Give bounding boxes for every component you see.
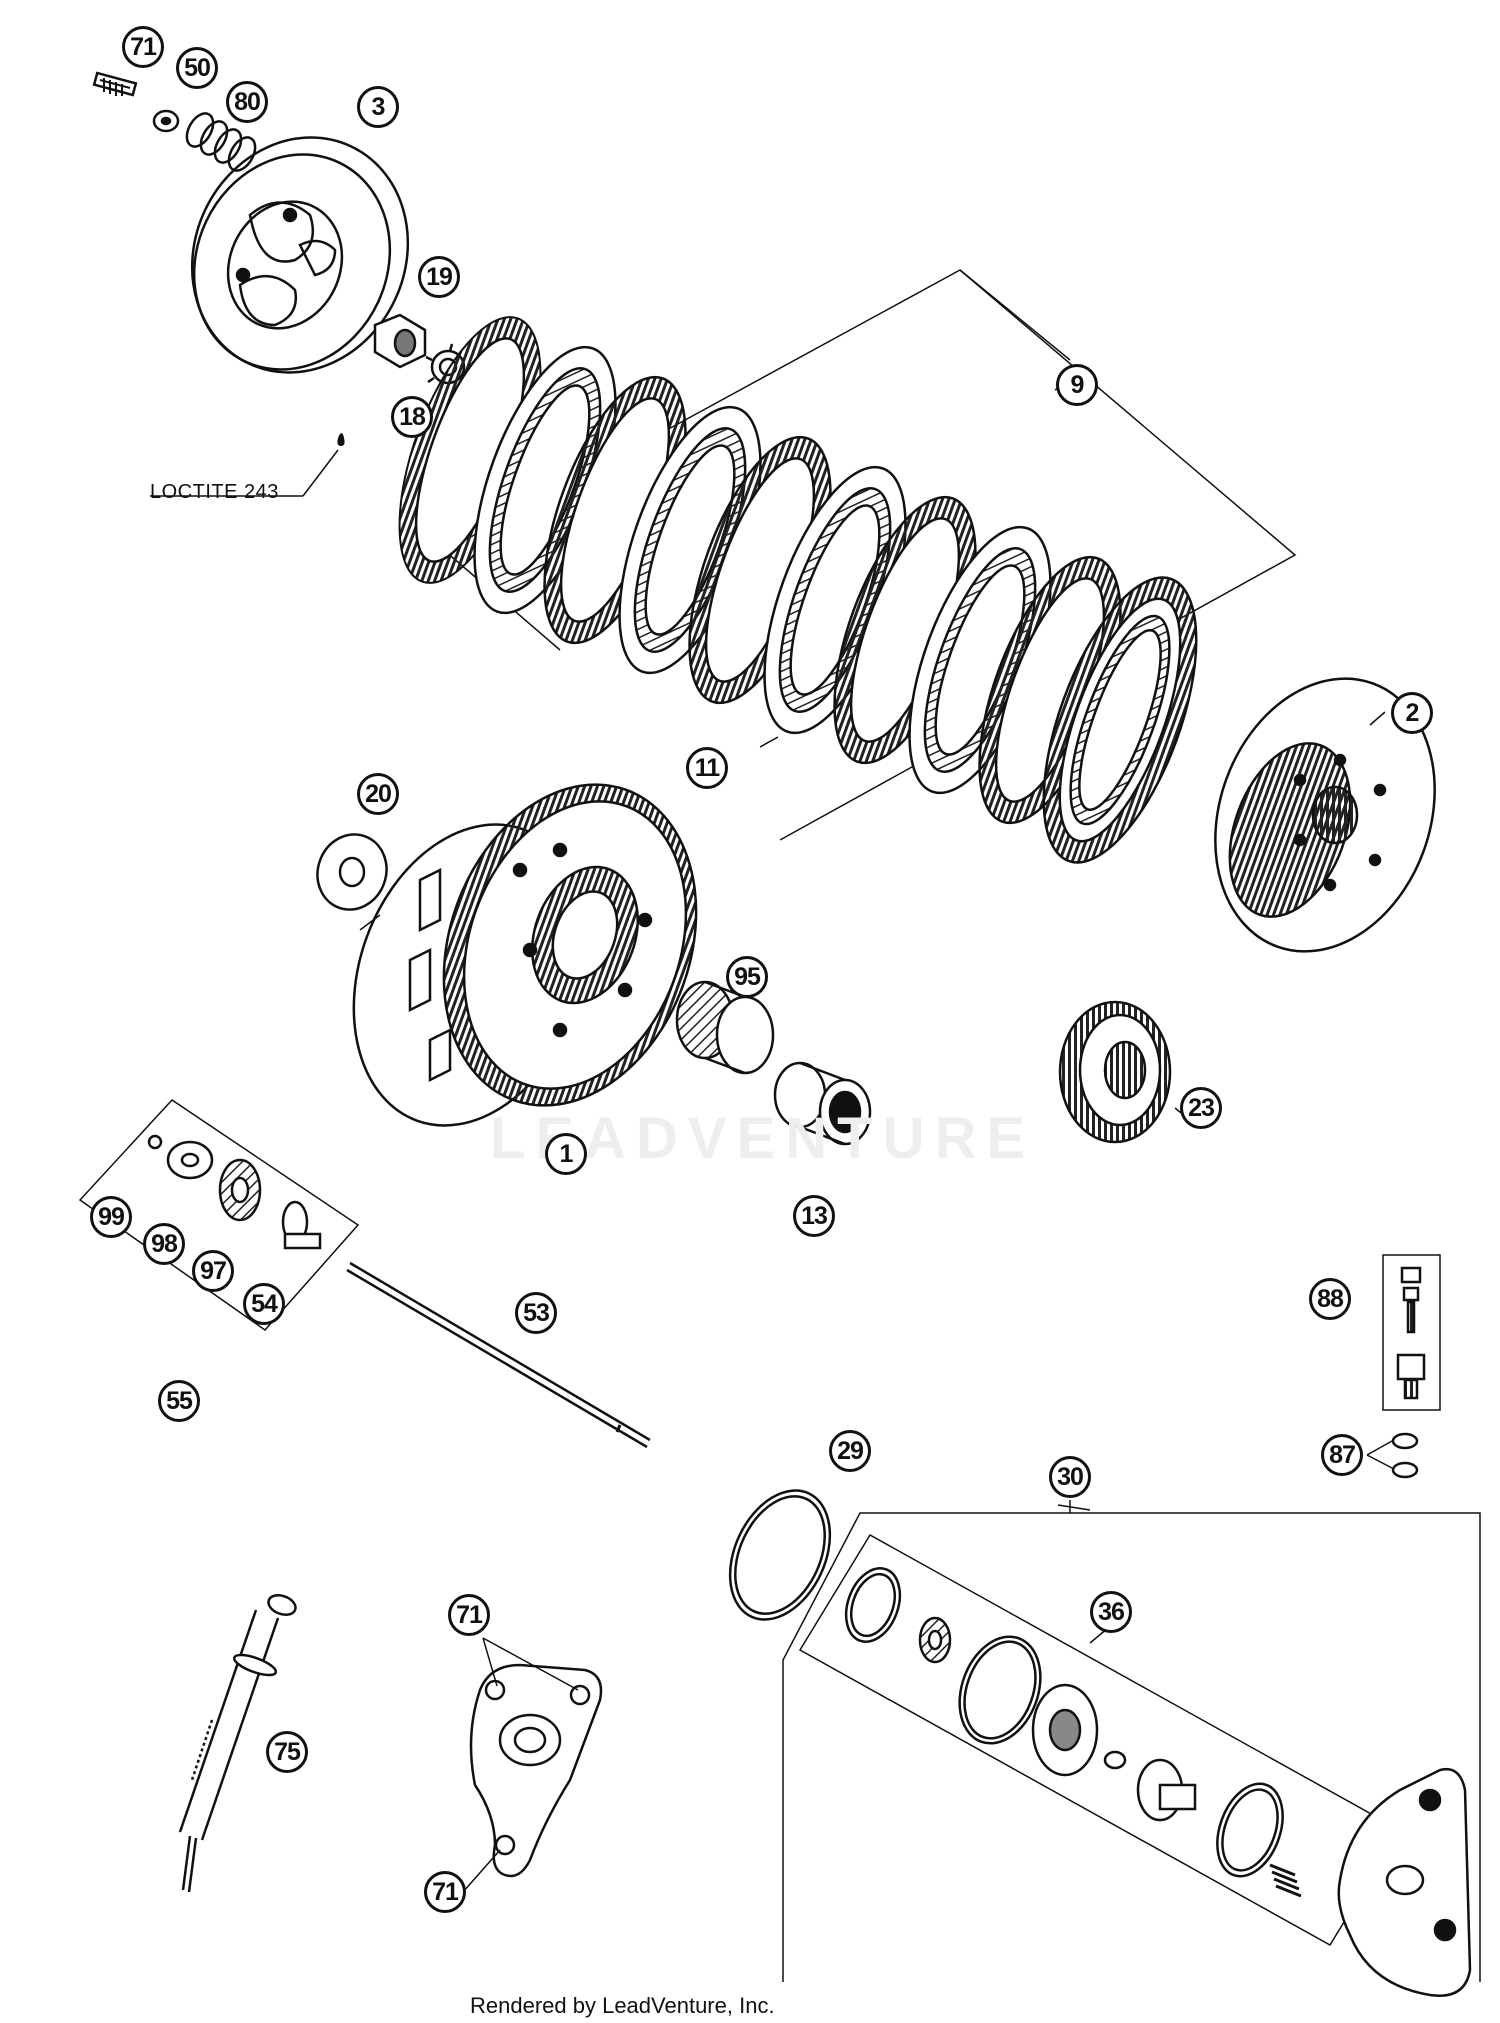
callout-54-pushrod-piece[interactable]: 54	[243, 1283, 285, 1325]
callout-3-pressure-plate[interactable]: 3	[357, 86, 399, 128]
primary-gear-23	[1058, 1000, 1172, 1144]
syringe-75	[178, 1594, 297, 1893]
needle-bearing-95	[675, 980, 775, 1075]
bolt-71-top	[92, 71, 138, 97]
loctite-note: LOCTITE 243	[150, 481, 279, 503]
callout-99-circlip[interactable]: 99	[90, 1196, 132, 1238]
pushrod-piece-54	[281, 1200, 322, 1250]
callout-50-washer[interactable]: 50	[176, 47, 218, 89]
pressure-plate-3	[190, 136, 410, 374]
callout-98-washer[interactable]: 98	[143, 1223, 185, 1265]
callout-1-clutch-basket[interactable]: 1	[545, 1133, 587, 1175]
callout-71-bolt[interactable]: 71	[122, 26, 164, 68]
callout-97-bearing[interactable]: 97	[192, 1250, 234, 1292]
callout-19-nut[interactable]: 19	[418, 256, 460, 298]
callout-29-o-ring[interactable]: 29	[829, 1430, 871, 1472]
callout-30-slave-cylinder[interactable]: 30	[1049, 1456, 1091, 1498]
callout-88-bleeder[interactable]: 88	[1309, 1278, 1351, 1320]
clutch-basket-1	[352, 783, 698, 1127]
washer-20	[316, 833, 388, 911]
callout-36-repair-kit[interactable]: 36	[1090, 1591, 1132, 1633]
callout-2-inner-hub[interactable]: 2	[1391, 692, 1433, 734]
callout-75-syringe[interactable]: 75	[266, 1731, 308, 1773]
bushing-13	[773, 1061, 872, 1146]
washer-20-hole	[338, 856, 366, 888]
washer-98	[166, 1140, 214, 1180]
seal-ring-87b	[1391, 1461, 1419, 1479]
washer-50	[152, 109, 180, 133]
inner-hub-2	[1214, 677, 1436, 953]
kit-box-30	[782, 1512, 1481, 1982]
footer-credit: Rendered by LeadVenture, Inc.	[470, 1993, 775, 2018]
clutch-discs	[398, 316, 1198, 864]
callout-95-needle-bearing[interactable]: 95	[726, 956, 768, 998]
callout-18-lock-washer[interactable]: 18	[391, 396, 433, 438]
bleeder-box-88	[1382, 1254, 1441, 1411]
callout-80-spring[interactable]: 80	[226, 81, 268, 123]
o-ring-29	[728, 1489, 832, 1621]
callout-53-push-rod[interactable]: 53	[515, 1292, 557, 1334]
callout-20-washer[interactable]: 20	[357, 773, 399, 815]
callout-23-primary-gear[interactable]: 23	[1180, 1087, 1222, 1129]
callout-71-cover-screw-bottom[interactable]: 71	[424, 1871, 466, 1913]
callout-55-kit[interactable]: 55	[158, 1380, 200, 1422]
callout-71-cover-screw-top[interactable]: 71	[448, 1594, 490, 1636]
callout-11-clutch-discs[interactable]: 11	[686, 747, 728, 789]
slave-cylinder-housing	[1337, 1767, 1472, 1997]
callout-13-bushing[interactable]: 13	[793, 1195, 835, 1237]
callout-9-clutch-pack[interactable]: 9	[1056, 364, 1098, 406]
nut-19	[373, 313, 427, 369]
bleeder-88	[1396, 1266, 1426, 1400]
seal-ring-87a	[1391, 1432, 1419, 1450]
cover-71	[469, 1663, 603, 1878]
circlip-99	[147, 1134, 163, 1150]
slave-parts	[844, 1567, 1302, 1898]
callout-87-seal-ring[interactable]: 87	[1321, 1434, 1363, 1476]
push-rod-53	[346, 1261, 651, 1449]
